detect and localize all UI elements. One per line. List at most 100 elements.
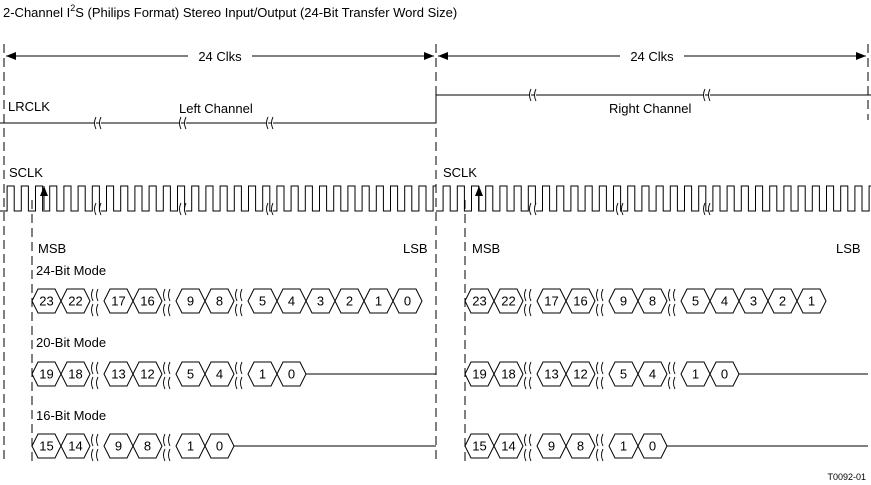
data-break (596, 376, 604, 390)
figure-id: T0092-01 (827, 472, 866, 482)
data-break (235, 303, 243, 317)
mode24-left-bit-17: 17 (111, 294, 125, 309)
mode24-right-bit-22-cell (493, 288, 524, 314)
mode24-left-bit-23: 23 (39, 294, 53, 309)
sclk-wave (436, 185, 871, 212)
mode20-left-bit-1: 1 (259, 367, 266, 382)
data-break (163, 303, 171, 317)
data-break (163, 361, 171, 375)
data-break (596, 288, 604, 302)
mode20-right-bit-19: 19 (472, 367, 486, 382)
data-break (524, 433, 532, 447)
data-break (235, 376, 243, 390)
data-break (91, 433, 99, 447)
data-break (91, 448, 99, 462)
lrclk-label: LRCLK (8, 99, 50, 114)
right-clk-span-label: 24 Clks (630, 49, 674, 64)
mode16-left-bit-1: 1 (187, 439, 194, 454)
sclk-waveform-right (436, 185, 871, 216)
data-break (163, 288, 171, 302)
mode16-left-bit-14: 14 (68, 439, 82, 454)
mode20-right-bit-4-cell (637, 361, 668, 387)
mode24-left-bit-16: 16 (140, 294, 154, 309)
data-break (163, 433, 171, 447)
mode24-left-bit-16-cell (132, 288, 163, 314)
mode20-left-bit-4: 4 (216, 367, 223, 382)
data-break (668, 288, 676, 302)
mode16-left-bit-0: 0 (216, 439, 223, 454)
mode24-right-bit-17: 17 (544, 294, 558, 309)
mode24-left-bit-0-cell (392, 288, 423, 314)
mode20-right-bit-12-cell (565, 361, 596, 387)
sclk-label-left: SCLK (9, 165, 43, 180)
sclk-break (266, 202, 274, 216)
data-break (91, 361, 99, 375)
mode24-right-bit-16-cell (565, 288, 596, 314)
mode20-left-bit-18: 18 (68, 367, 82, 382)
mode24-right-bit-16: 16 (573, 294, 587, 309)
data-break (668, 376, 676, 390)
mode24-left-bit-9: 9 (187, 294, 194, 309)
data-break (91, 376, 99, 390)
mode20-left-bit-5: 5 (187, 367, 194, 382)
mode16-right-bit-0: 0 (649, 439, 656, 454)
data-break (596, 448, 604, 462)
lsb-label-right: LSB (836, 241, 861, 256)
mode16-right-bit-8: 8 (577, 439, 584, 454)
mode24-right-bit-4: 4 (721, 294, 728, 309)
mode24-left-bit-1: 1 (375, 294, 382, 309)
mode24-right-bit-22: 22 (501, 294, 515, 309)
mode16-right-bit-8-cell (565, 433, 596, 459)
mode16-right-bit-14-cell (493, 433, 524, 459)
data-break (524, 361, 532, 375)
sclk-break (179, 202, 187, 216)
data-break (91, 288, 99, 302)
mode16-left-bit-8: 8 (144, 439, 151, 454)
data-break (596, 303, 604, 317)
mode24-right-bit-1-cell (796, 288, 827, 314)
mode-label-16bit: 16-Bit Mode (36, 408, 106, 423)
mode24-left-bit-2: 2 (346, 294, 353, 309)
mode20-right-bit-18: 18 (501, 367, 515, 382)
mode16-left-bit-15: 15 (39, 439, 53, 454)
data-break (596, 361, 604, 375)
mode24-right-bit-2: 2 (779, 294, 786, 309)
mode24-left-bit-8: 8 (216, 294, 223, 309)
mode16-left-bit-8-cell (132, 433, 163, 459)
mode24-right-bit-9: 9 (620, 294, 627, 309)
mode24-left-bit-22: 22 (68, 294, 82, 309)
mode16-right-bit-1: 1 (620, 439, 627, 454)
mode20-left-bit-0: 0 (288, 367, 295, 382)
mode20-left-bit-4-cell (204, 361, 235, 387)
data-break (235, 361, 243, 375)
mode20-left-bit-12-cell (132, 361, 163, 387)
mode20-right-bit-12: 12 (573, 367, 587, 382)
mode24-left-bit-3: 3 (317, 294, 324, 309)
mode16-right-bit-15: 15 (472, 439, 486, 454)
data-break (596, 433, 604, 447)
mode24-right-bit-1: 1 (808, 294, 815, 309)
mode-label-20bit: 20-Bit Mode (36, 335, 106, 350)
mode24-right-bit-3: 3 (750, 294, 757, 309)
mode20-right-bit-0: 0 (721, 367, 728, 382)
mode20-right-bit-1: 1 (692, 367, 699, 382)
mode24-left-bit-22-cell (60, 288, 91, 314)
mode20-left-bit-19: 19 (39, 367, 53, 382)
left-channel-label: Left Channel (179, 101, 253, 116)
mode20-right-bit-5: 5 (620, 367, 627, 382)
sclk-break (529, 202, 537, 216)
mode20-right-bit-4: 4 (649, 367, 656, 382)
mode24-right-bit-5: 5 (692, 294, 699, 309)
lrclk-breaks (94, 88, 711, 130)
mode16-right-bit-14: 14 (501, 439, 515, 454)
sclk-wave (0, 185, 436, 212)
msb-label-left: MSB (38, 241, 66, 256)
mode24-left-bit-0: 0 (404, 294, 411, 309)
sclk-waveform-left (0, 185, 436, 216)
